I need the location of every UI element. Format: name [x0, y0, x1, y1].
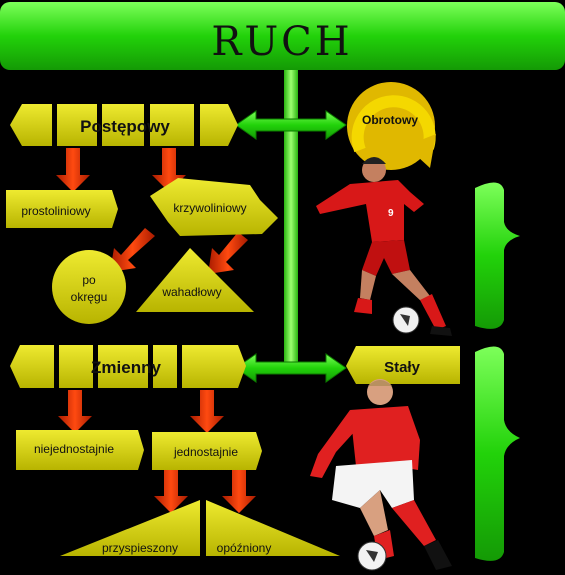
przyspieszony-label: przyspieszony	[102, 541, 178, 555]
node-wahadlowy: wahadłowy	[136, 248, 254, 312]
node-po-okregu: po okręgu	[52, 250, 126, 324]
node-obrotowy: Obrotowy	[347, 82, 436, 170]
player-bottom-icon	[310, 379, 452, 571]
wahadlowy-label: wahadłowy	[161, 285, 221, 299]
node-opozniony: opóźniony	[206, 500, 340, 556]
jednostajnie-label: jednostajnie	[173, 445, 238, 459]
postepowy-label: Postępowy	[80, 117, 170, 136]
node-przyspieszony: przyspieszony	[60, 500, 200, 556]
node-krzywoliniowy: krzywoliniowy	[150, 178, 278, 236]
staly-label: Stały	[384, 359, 421, 376]
po-okregu-label-1: po	[82, 273, 96, 287]
node-prostoliniowy: prostoliniowy	[6, 190, 118, 228]
obrotowy-label: Obrotowy	[362, 113, 418, 127]
node-jednostajnie: jednostajnie	[152, 432, 262, 470]
node-niejednostajnie: niejednostajnie	[16, 430, 144, 470]
po-okregu-label-2: okręgu	[71, 290, 108, 304]
red-arrows-lower	[58, 390, 256, 513]
zmienny-label: Zmienny	[91, 358, 161, 377]
node-staly: Stały	[346, 346, 460, 384]
svg-text:9: 9	[388, 208, 394, 219]
krzywoliniowy-label: krzywoliniowy	[173, 201, 246, 215]
niejednostajnie-label: niejednostajnie	[34, 442, 114, 456]
player-top-icon: 9	[316, 157, 452, 336]
green-connectors	[235, 70, 347, 383]
node-postepowy: Postępowy	[10, 104, 238, 146]
prostoliniowy-label: prostoliniowy	[21, 204, 90, 218]
opozniony-label: opóźniony	[217, 541, 272, 555]
node-zmienny: Zmienny	[10, 345, 246, 388]
title-banner: RUCH	[0, 2, 565, 70]
title-text: RUCH	[211, 19, 352, 65]
right-braces	[475, 182, 520, 561]
